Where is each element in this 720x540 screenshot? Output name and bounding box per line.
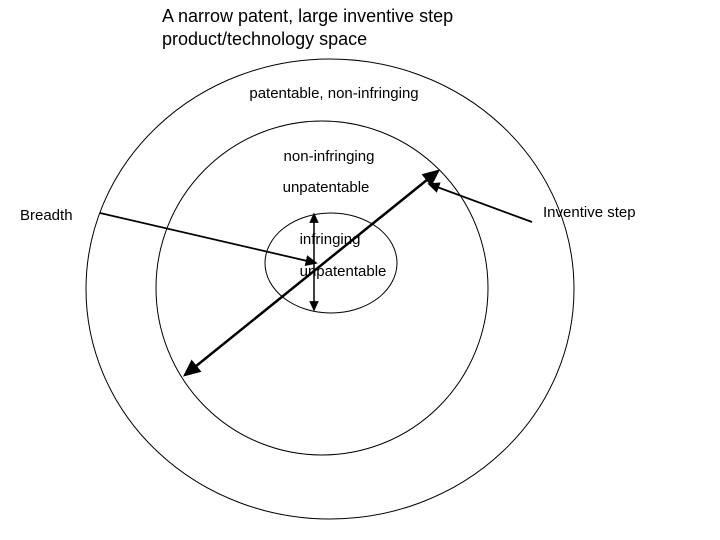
inner-region-label-line2: unpatentable — [299, 263, 387, 280]
middle-region-label-line2: unpatentable — [282, 179, 370, 196]
inner-region-label-line1: infringing — [299, 231, 361, 248]
inventive-step-label: Inventive step — [543, 204, 636, 221]
middle-region-ellipse — [155, 120, 489, 456]
slide-title: A narrow patent, large inventive step pr… — [162, 5, 453, 51]
outer-region-ellipse — [85, 58, 575, 520]
middle-region-label-line1: non-infringing — [283, 148, 375, 165]
inventive-step-pointer-arrow — [427, 182, 533, 223]
slide-title-line1: A narrow patent, large inventive step — [162, 6, 454, 26]
outer-region-label: patentable, non-infringing — [249, 85, 419, 102]
breadth-label: Breadth — [20, 207, 73, 224]
breadth-pointer-arrow — [99, 212, 318, 267]
slide-title-line2: product/technology space — [162, 29, 368, 49]
